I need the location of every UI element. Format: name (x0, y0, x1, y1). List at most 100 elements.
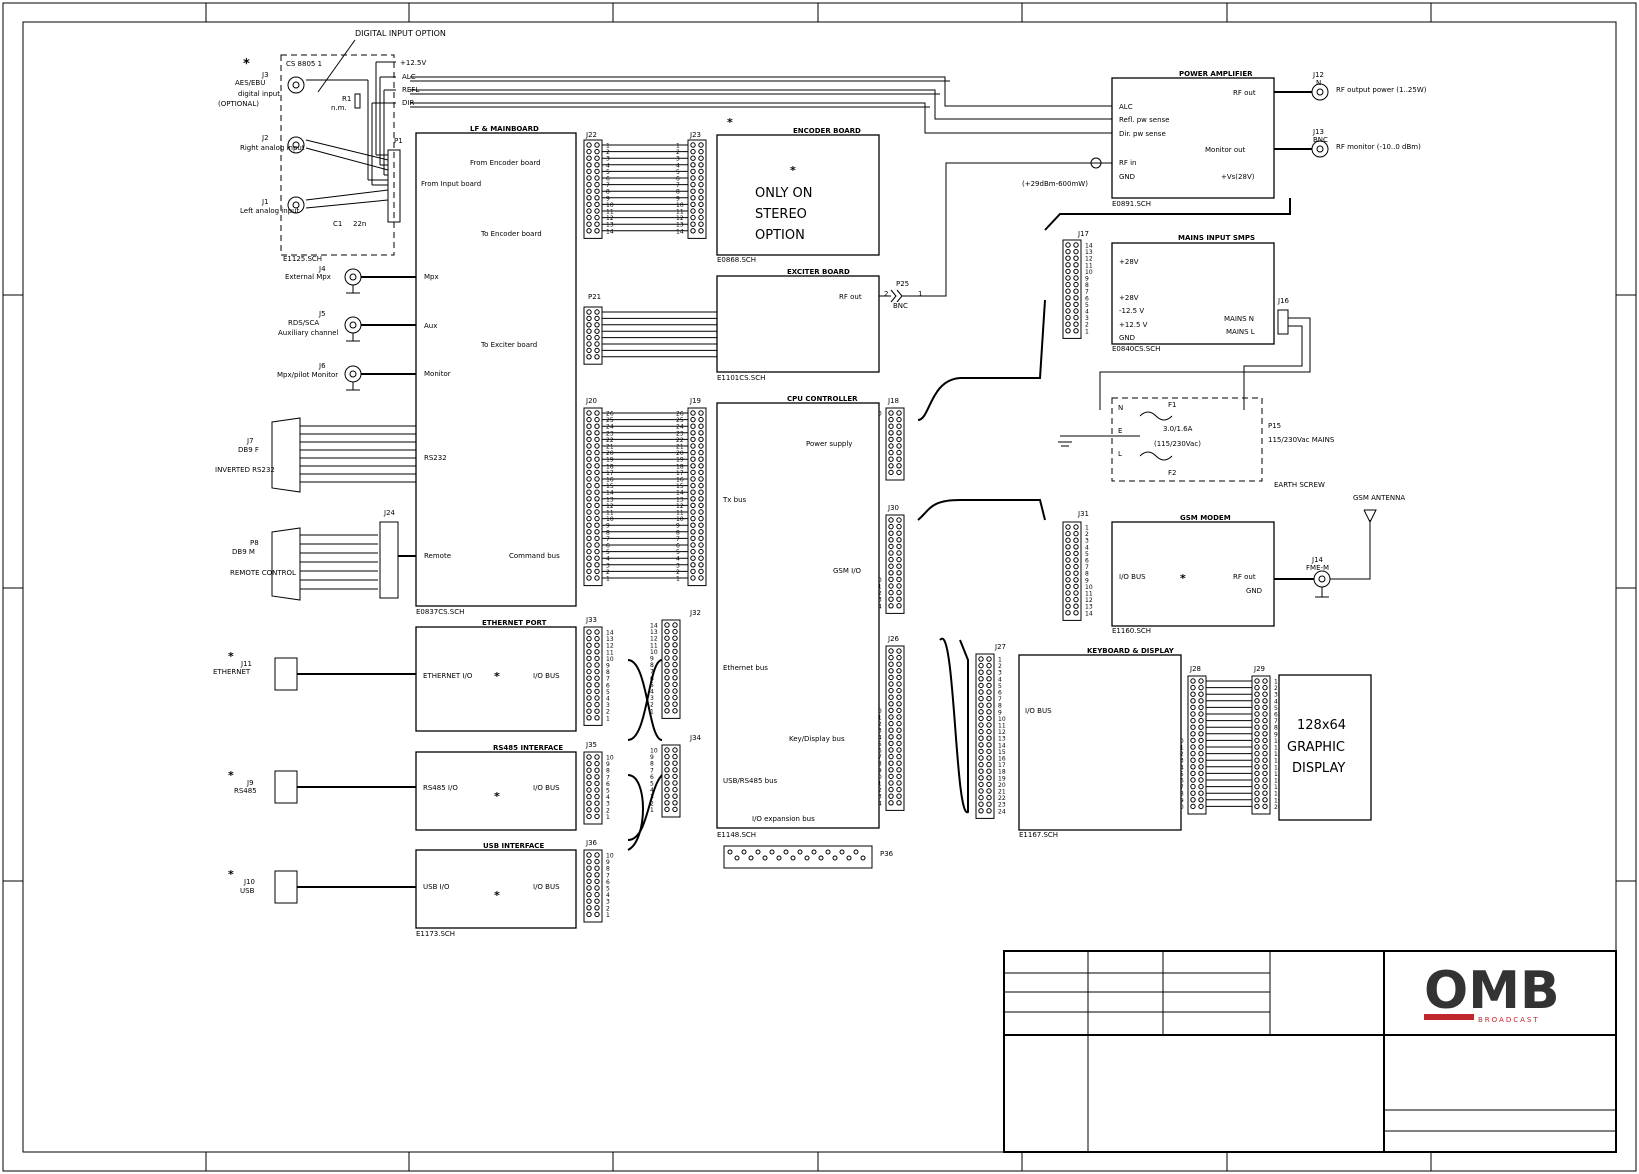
svg-text:5: 5 (998, 683, 1002, 690)
amp-dir: Dir. pw sense (1119, 130, 1166, 138)
mb-mpx: Mpx (424, 273, 439, 281)
svg-text:22: 22 (998, 795, 1006, 802)
gsm-io: I/O BUS (1119, 573, 1146, 581)
xlr-connector-j2 (287, 136, 305, 154)
digital-input-option-label: DIGITAL INPUT OPTION (355, 29, 446, 38)
svg-text:3: 3 (606, 899, 610, 906)
j27-label: J27 (994, 643, 1006, 651)
j2-label: J2 (261, 134, 269, 142)
mains-smps-block (1111, 242, 1275, 345)
j13-bnc: BNC (1313, 136, 1328, 144)
j18-label: J18 (887, 397, 899, 405)
amp-sch: E0891.SCH (1112, 200, 1151, 208)
usb-star: * (494, 889, 500, 902)
svg-text:1: 1 (1085, 328, 1089, 335)
rs485-block (415, 751, 577, 831)
db9-connector-j7 (271, 417, 416, 493)
svg-text:13: 13 (998, 736, 1006, 743)
svg-text:14: 14 (676, 228, 684, 235)
keyboard-io: I/O BUS (1025, 707, 1052, 715)
usb-bus: I/O BUS (533, 883, 560, 891)
v125-label: +12.5V (400, 59, 426, 67)
svg-text:14: 14 (606, 630, 614, 637)
svg-text:3: 3 (606, 801, 610, 808)
svg-text:5: 5 (1085, 551, 1089, 558)
svg-text:7: 7 (606, 536, 610, 543)
svg-text:4: 4 (676, 162, 680, 169)
svg-text:6: 6 (1085, 558, 1089, 565)
mains-v28a: +28V (1119, 258, 1139, 266)
left-analog-label: Left analog input (240, 207, 300, 215)
fuse-rating: 3.0/1.6A (1163, 425, 1193, 433)
mains-n: MAINS N (1224, 315, 1254, 323)
bnc-connector-j4 (344, 268, 416, 294)
mains-title: MAINS INPUT SMPS (1178, 234, 1255, 242)
svg-text:9: 9 (606, 663, 610, 670)
header-j24 (379, 521, 399, 599)
svg-text:20: 20 (1274, 804, 1282, 811)
amp-alc: ALC (1119, 103, 1133, 111)
mainboard-block (415, 132, 577, 607)
p21-label: P21 (588, 293, 601, 301)
encoder-text-1: ONLY ON (755, 186, 813, 201)
svg-text:18: 18 (676, 463, 684, 470)
db9m-label: DB9 M (232, 548, 255, 556)
ext-mpx-label: External Mpx (285, 273, 331, 281)
encoder-inner-star: * (790, 164, 796, 177)
svg-text:8: 8 (676, 189, 680, 196)
svg-text:12: 12 (998, 729, 1006, 736)
svg-text:19: 19 (676, 457, 684, 464)
frame-ticks (3, 3, 1636, 1171)
db9-connector-p8 (271, 527, 378, 601)
svg-text:12: 12 (606, 503, 614, 510)
ethernet-star: * (494, 670, 500, 683)
svg-text:9: 9 (998, 709, 1002, 716)
svg-text:9: 9 (650, 656, 654, 663)
gsm-star: * (1180, 572, 1186, 585)
amp-level: (+29dBm-600mW) (1022, 180, 1088, 188)
svg-text:12: 12 (676, 503, 684, 510)
svg-text:5: 5 (676, 169, 680, 176)
connector-j11 (274, 657, 298, 691)
svg-text:14: 14 (1274, 764, 1282, 771)
svg-text:10: 10 (650, 748, 658, 755)
svg-text:20: 20 (676, 450, 684, 457)
fme-label: FME-M (1306, 564, 1329, 572)
optional-label: (OPTIONAL) (218, 100, 259, 108)
encoder-board-block (716, 134, 880, 256)
svg-text:9: 9 (606, 195, 610, 202)
j10-label: J10 (243, 878, 255, 886)
svg-text:3: 3 (606, 702, 610, 709)
svg-text:11: 11 (1085, 591, 1093, 598)
exciter-sch: E1101CS.SCH (717, 374, 765, 382)
dir-label: DIR (402, 99, 414, 107)
inv-rs232-label: INVERTED RS232 (215, 466, 275, 474)
svg-text:7: 7 (1085, 564, 1089, 571)
svg-text:5: 5 (676, 549, 680, 556)
logo-sub: BROADCAST (1478, 1016, 1540, 1024)
svg-text:10: 10 (650, 649, 658, 656)
svg-text:16: 16 (606, 477, 614, 484)
header-p36 (723, 845, 873, 869)
svg-text:3: 3 (1274, 692, 1278, 699)
j17-label: J17 (1077, 230, 1089, 238)
title-block (1003, 950, 1617, 1153)
svg-text:10: 10 (1085, 584, 1093, 591)
p36-pins (727, 849, 866, 861)
j12-text: RF output power (1..25W) (1336, 86, 1427, 94)
cpu-usb: USB/RS485 bus (723, 777, 778, 785)
mb-to-exciter: To Exciter board (480, 341, 537, 349)
aes-label: AES/EBU (235, 79, 265, 87)
svg-text:17: 17 (606, 470, 614, 477)
svg-text:11: 11 (998, 723, 1006, 730)
svg-text:1: 1 (676, 576, 680, 583)
svg-text:2: 2 (606, 905, 610, 912)
svg-text:6: 6 (606, 879, 610, 886)
svg-text:13: 13 (1274, 758, 1282, 765)
svg-text:17: 17 (1274, 784, 1282, 791)
svg-text:3: 3 (676, 562, 680, 569)
